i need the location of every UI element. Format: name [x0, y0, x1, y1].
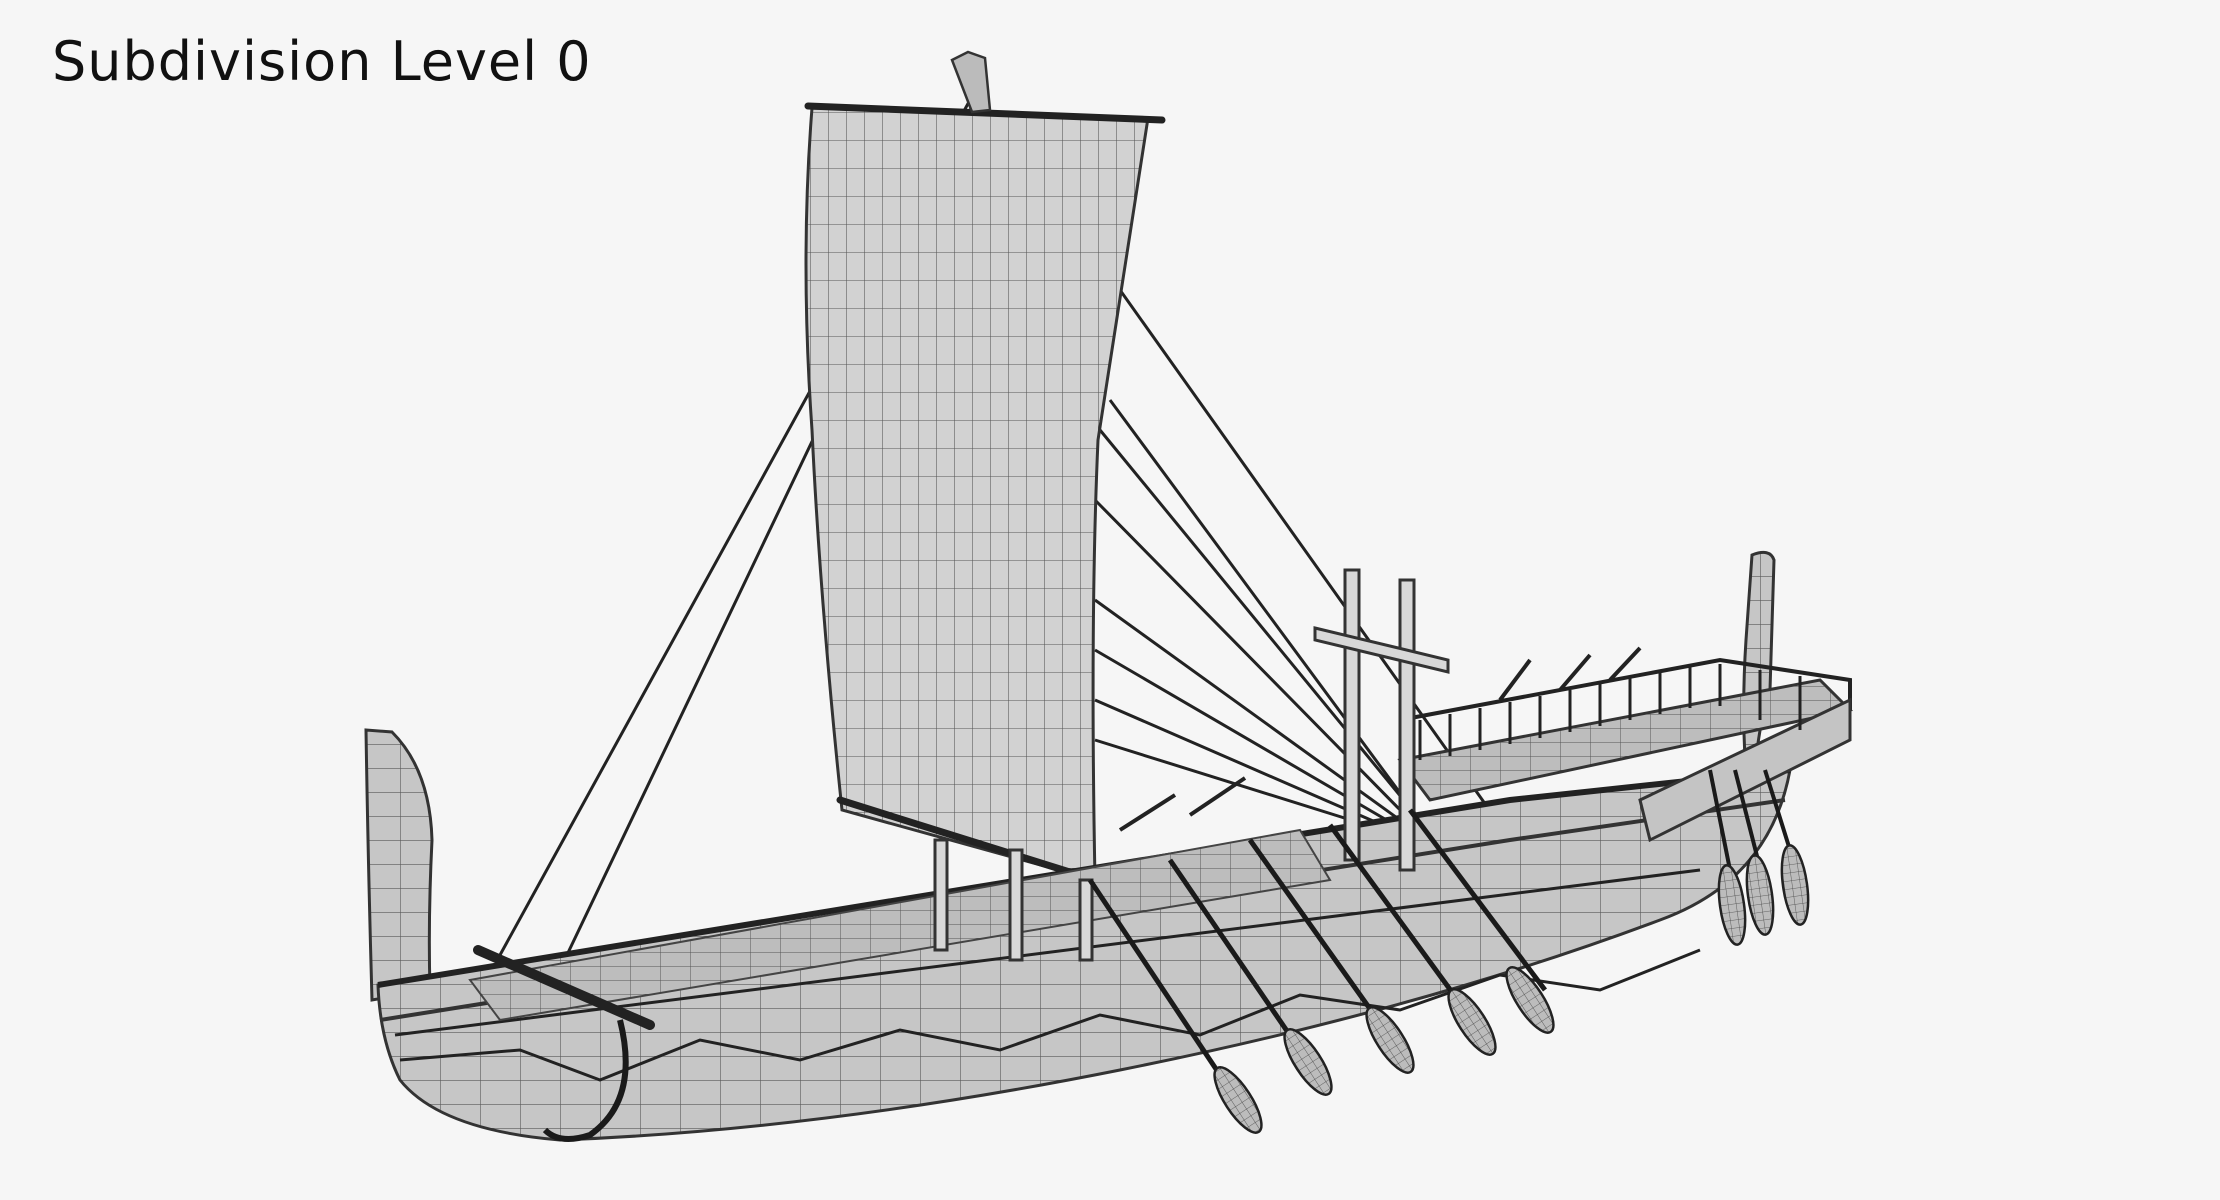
stern-crossbar: [473, 945, 655, 1030]
oars-near: [1087, 808, 1555, 1134]
oars-far: [1118, 646, 1810, 946]
sail: [804, 50, 1166, 888]
mast-frame: [933, 568, 1450, 962]
stern-post: [364, 728, 434, 1002]
forward-platform: [1397, 657, 1854, 843]
stern-rope: [542, 1019, 629, 1142]
subdivision-level-label: Subdivision Level 0: [52, 30, 592, 93]
